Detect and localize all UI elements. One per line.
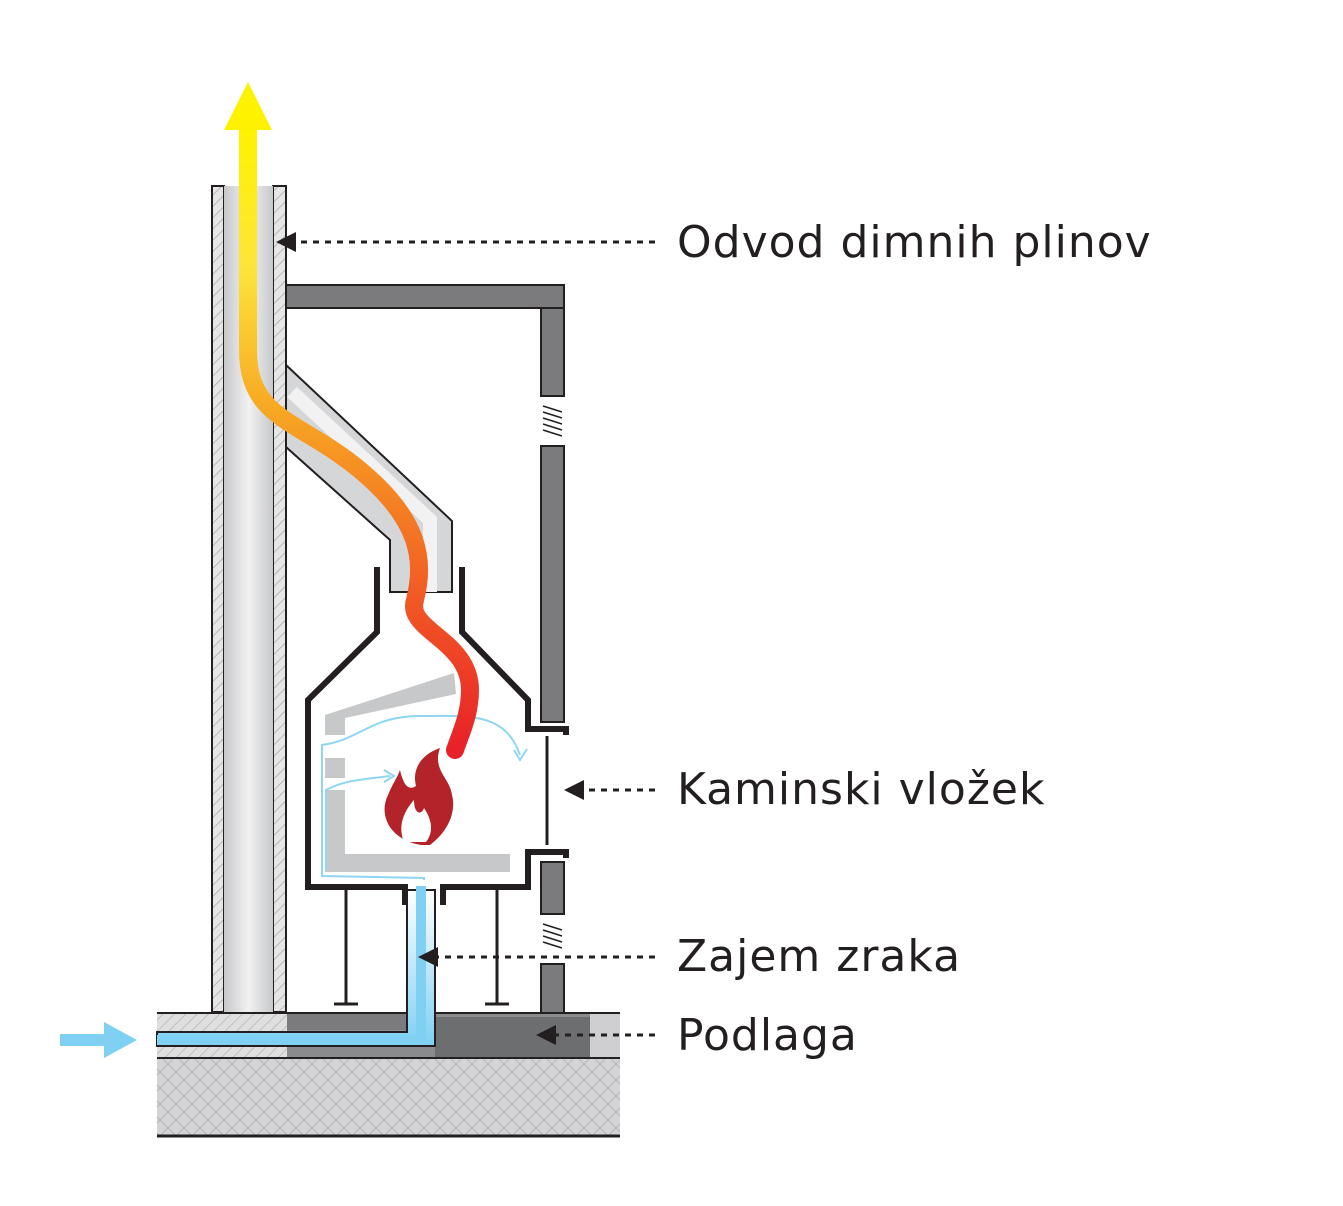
label-air-intake: Zajem zraka [677,931,961,982]
chimney-wall-left [211,185,225,1013]
airflow-line-left [321,714,521,880]
chimney-wall-right [272,185,287,1013]
airflow-line-inner [325,775,391,870]
arrow-up-icon [224,82,272,130]
surround-front-upper [540,307,565,397]
insert-floor-liner [325,854,510,872]
insert-side-liner [325,790,345,854]
base-top-plate [287,1013,422,1030]
label-insert: Kaminski vložek [677,764,1045,815]
fireplace-insert [305,567,569,1006]
flue-gas-path [239,121,480,759]
insert-legs [334,890,509,1006]
fresh-air-flow [157,886,426,1045]
surround-front-middle [540,445,565,723]
air-duct [156,714,528,1047]
spring-icon [542,405,563,437]
arrow-right-icon [60,1022,137,1058]
surround-top-beam [285,284,565,309]
insert-side-liner-top [325,758,345,778]
label-base: Podlaga [677,1010,858,1061]
foundation-slab [157,1058,620,1136]
flue-gas-flow [224,82,480,759]
insert-baffle [325,673,456,735]
surround-front-bottom [540,963,565,1014]
callout-arrowheads [276,232,584,1045]
surround [285,284,565,1014]
base-darker [435,1017,590,1058]
flame-icon [384,748,454,845]
surround-front-lower [540,861,565,915]
label-flue: Odvod dimnih plinov [677,217,1152,268]
air-duct-channel [156,889,436,1047]
callouts [298,240,655,1037]
insert-outline [305,567,569,905]
spring-icon-lower [542,923,563,949]
